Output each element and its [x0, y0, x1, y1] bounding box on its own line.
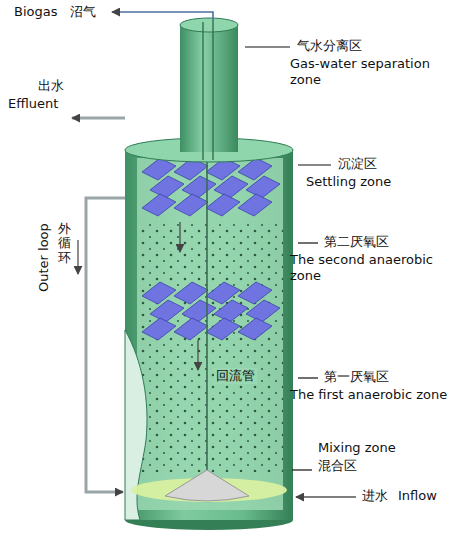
pipe-label: 出水 [38, 78, 64, 94]
separator-top [180, 18, 238, 32]
separator-body [180, 25, 238, 152]
riser-pipe [212, 20, 213, 160]
reactor-body [125, 150, 293, 520]
zone-label: Mixing zone [318, 440, 396, 456]
zone-label: 沉淀区 [338, 156, 377, 172]
flow-arrow [197, 340, 198, 370]
zone-label: 气水分离区 [297, 38, 362, 54]
zone-label: Settling zone [306, 174, 391, 190]
outer-loop-pipe [86, 198, 125, 492]
flow-arrow [77, 240, 78, 274]
loop-label: 外循环 [58, 222, 71, 265]
zone-label: 第一厌氧区 [324, 369, 389, 385]
gas-label: 沼气 [70, 4, 96, 20]
distributor-cone [165, 470, 249, 501]
loop-label: Outer loop [36, 223, 52, 292]
pipe-label: 进水 [362, 488, 388, 504]
gas-label: Biogas [14, 4, 57, 20]
pipe-label: 回流管 [214, 368, 257, 384]
downcomer-pipe [206, 150, 208, 470]
inflow-pipe [296, 496, 356, 497]
riser-pipe [202, 22, 203, 160]
flow-arrow [179, 222, 180, 252]
zone-label: 第二厌氧区 [324, 234, 389, 250]
effluent-pipe [72, 117, 125, 120]
sludge-dots [137, 222, 283, 472]
lower-baffles [142, 282, 280, 340]
pipe-label: Effluent [8, 96, 58, 112]
zone-label: 混合区 [318, 458, 357, 474]
zone-label: The second anaerobic zone [290, 252, 460, 283]
pipe-label: Inflow [398, 488, 437, 504]
upper-baffles [142, 158, 280, 216]
reactor-interior [137, 158, 283, 510]
biogas-pipe [112, 12, 213, 20]
zone-label: Gas-water separation zone [290, 56, 455, 87]
zone-label: The first anaerobic zone [290, 387, 460, 403]
